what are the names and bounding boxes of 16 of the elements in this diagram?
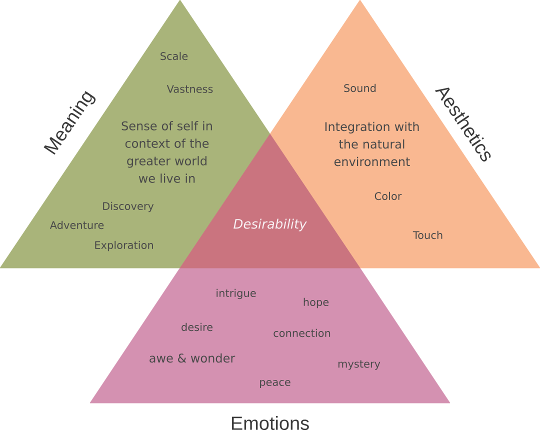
keyword: Exploration [95, 240, 153, 252]
keyword: intrigue [216, 288, 256, 300]
keyword: Adventure [50, 220, 104, 230]
keyword: Color [374, 192, 402, 200]
keyword: Sound [344, 84, 376, 92]
keyword: Touch [412, 230, 442, 240]
keyword: Discovery [103, 202, 154, 212]
keyword: peace [260, 380, 290, 388]
keyword: desire [182, 322, 212, 332]
keyword: awe & wonder [150, 353, 236, 363]
keyword: Scale [160, 52, 188, 60]
keyword: Vastness [166, 85, 213, 93]
keyword: hope [304, 298, 329, 308]
keyword: mystery [338, 360, 380, 370]
triangle-label: Emotions [232, 416, 309, 430]
keyword: connection [274, 328, 330, 338]
